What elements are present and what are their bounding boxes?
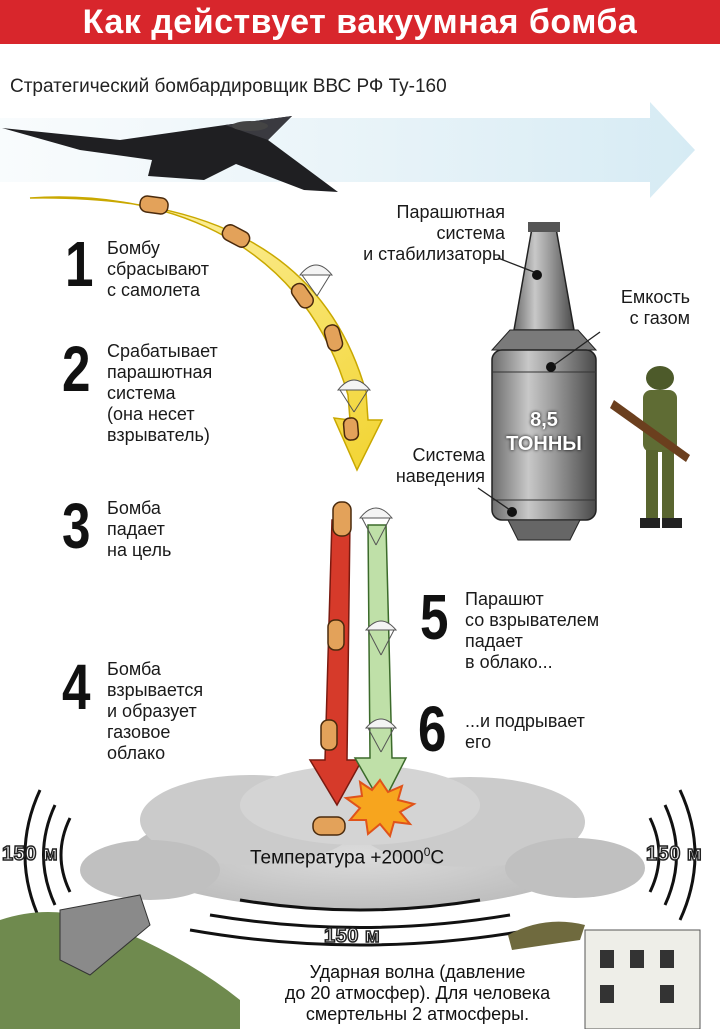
distance-right: 150 м xyxy=(645,842,703,866)
falling-bomb-icons xyxy=(139,195,360,441)
falling-bomb-column xyxy=(312,501,352,836)
guidance-system-label: Система наведения xyxy=(385,445,485,487)
step-line: газовое xyxy=(107,722,171,742)
step-line: парашютная xyxy=(107,362,213,382)
step-line: со взрывателем xyxy=(465,610,600,630)
step-line: падает xyxy=(107,519,165,539)
step-line: Бомба xyxy=(107,498,161,518)
step-line: в облако... xyxy=(465,652,553,672)
step-line: Парашют xyxy=(465,589,544,609)
step-line: взрыватель) xyxy=(107,425,210,445)
tank-label-line: Емкость xyxy=(620,287,690,307)
ground-scenery xyxy=(0,894,701,1029)
shockwave-line: смертельны 2 атмосферы. xyxy=(305,1004,530,1024)
step-text: ...и подрывает его xyxy=(465,711,625,753)
step-number: 6 xyxy=(418,693,447,765)
step-text: Срабатывает парашютная система (она несе… xyxy=(107,341,277,446)
page-title: Как действует вакуумная бомба xyxy=(82,2,638,41)
step-line: падает xyxy=(465,631,523,651)
step-line: его xyxy=(465,732,492,752)
shockwave-arcs xyxy=(23,789,697,947)
temperature-value: Температура +2000 xyxy=(250,847,424,869)
step-line: и образует xyxy=(107,701,197,721)
explosion-icon xyxy=(343,778,417,839)
bomb-weight-value: 8,5 xyxy=(530,409,558,431)
step-line: система xyxy=(107,383,176,403)
temperature-unit: C xyxy=(430,847,445,869)
step-number: 1 xyxy=(65,228,94,300)
parachute-label-line: и стабилизаторы xyxy=(363,244,505,264)
step-text: Бомба взрывается и образует газовое обла… xyxy=(107,659,277,764)
fuse-fall-arrow xyxy=(353,524,408,807)
bomb-fall-arrow xyxy=(308,519,364,807)
shockwave-line: до 20 атмосфер). Для человека xyxy=(284,983,551,1003)
step-number: 2 xyxy=(62,333,91,405)
bomb-weight-label: 8,5 тонны xyxy=(496,408,592,456)
step-line: Бомба xyxy=(107,659,161,679)
soldier-figure xyxy=(610,366,690,528)
distance-left: 150 м xyxy=(1,842,59,866)
parachute-icons xyxy=(298,264,372,413)
step-line: ...и подрывает xyxy=(465,711,585,731)
step-line: взрывается xyxy=(107,680,204,700)
tank-label-line: с газом xyxy=(629,308,690,328)
title-bar: Как действует вакуумная бомба xyxy=(0,0,720,44)
step-line: на цель xyxy=(107,540,172,560)
bomber-plane-icon xyxy=(2,116,338,192)
parachute-label-line: Парашютная xyxy=(396,202,505,222)
gas-tank-label: Емкость с газом xyxy=(590,287,690,329)
temperature-degree: 0 xyxy=(423,845,431,859)
shockwave-line: Ударная волна (давление xyxy=(309,962,526,982)
bomb-weight-unit: тонны xyxy=(506,433,582,455)
step-text: Бомба падает на цель xyxy=(107,498,267,561)
vacuum-bomb-illustration xyxy=(477,222,601,541)
guidance-label-line: Система xyxy=(412,445,486,465)
shockwave-caption: Ударная волна (давление до 20 атмосфер).… xyxy=(245,962,590,1025)
subtitle: Стратегический бомбардировщик ВВС РФ Ту-… xyxy=(10,76,447,97)
temperature-label: Температура +20000C xyxy=(250,845,444,869)
guidance-label-line: наведения xyxy=(395,466,485,486)
parachute-system-label: Парашютная система и стабилизаторы xyxy=(360,202,505,265)
step-text: Парашют со взрывателем падает в облако..… xyxy=(465,589,640,673)
step-line: (она несет xyxy=(107,404,195,424)
fuse-parachute-icons xyxy=(358,507,398,753)
gas-cloud xyxy=(80,765,645,910)
step-line: облако xyxy=(107,743,166,763)
step-line: Бомбу xyxy=(107,238,160,258)
step-number: 3 xyxy=(62,490,91,562)
step-line: Срабатывает xyxy=(107,341,218,361)
parachute-label-line: система xyxy=(436,223,506,243)
distance-bottom: 150 м xyxy=(323,924,381,948)
step-number: 4 xyxy=(62,651,91,723)
step-line: сбрасывают xyxy=(107,259,209,279)
step-line: с самолета xyxy=(107,280,200,300)
step-text: Бомбу сбрасывают с самолета xyxy=(107,238,267,301)
step-number: 5 xyxy=(420,581,449,653)
